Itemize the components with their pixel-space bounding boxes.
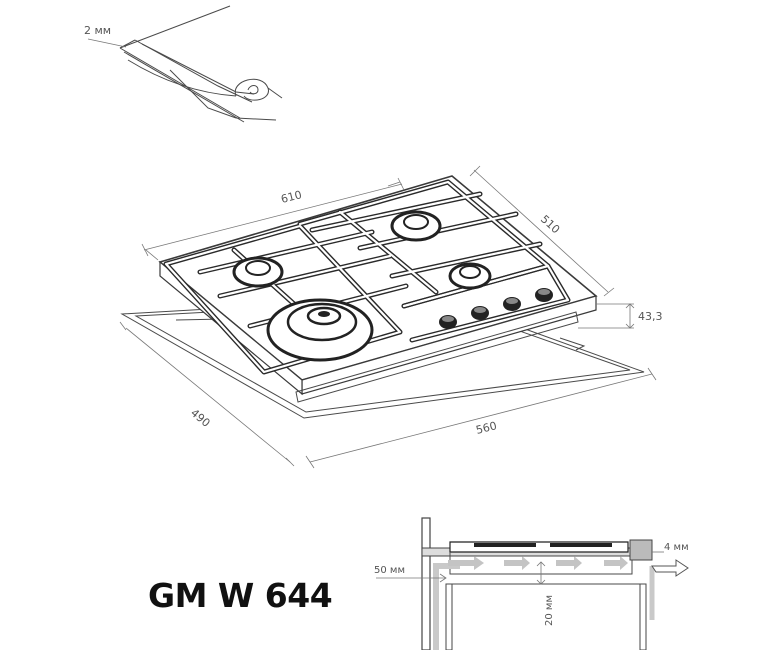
airflow-arrows	[448, 556, 689, 577]
knob-3-icon	[503, 297, 521, 311]
gap-label: 2 мм	[84, 24, 111, 37]
width-label: 610	[280, 188, 304, 206]
knob-4-icon	[535, 288, 553, 302]
cutout-width-dimension	[305, 367, 657, 469]
model-name: GM W 644	[148, 576, 333, 615]
knob-2-icon	[471, 306, 489, 320]
control-knobs	[439, 288, 553, 329]
cutout-depth-dimension	[119, 321, 295, 467]
seal-detail	[119, 5, 283, 123]
hob-body	[158, 175, 598, 403]
burner-wok	[266, 298, 374, 362]
bottom-gap-dimension	[536, 561, 546, 585]
cutout-depth-label: 490	[188, 406, 212, 429]
depth-label: 510	[538, 213, 562, 237]
side-gap-label: 50 мм	[374, 565, 405, 576]
burner-front-right	[448, 262, 492, 290]
burner-rear-right	[390, 210, 442, 242]
cutout-width-label: 560	[475, 419, 499, 437]
height-label: 43,3	[638, 310, 663, 323]
width-dimension	[141, 177, 405, 261]
height-dimension	[578, 303, 635, 329]
gap-leader	[87, 38, 127, 48]
installation-section	[421, 517, 655, 650]
depth-dimension	[469, 165, 615, 297]
bottom-gap-label: 20 мм	[544, 595, 555, 626]
knob-1-icon	[439, 315, 457, 329]
side-gap-dimension	[376, 573, 447, 583]
burner-rear-left	[232, 256, 284, 288]
edge-gap-label: 4 мм	[664, 542, 689, 553]
